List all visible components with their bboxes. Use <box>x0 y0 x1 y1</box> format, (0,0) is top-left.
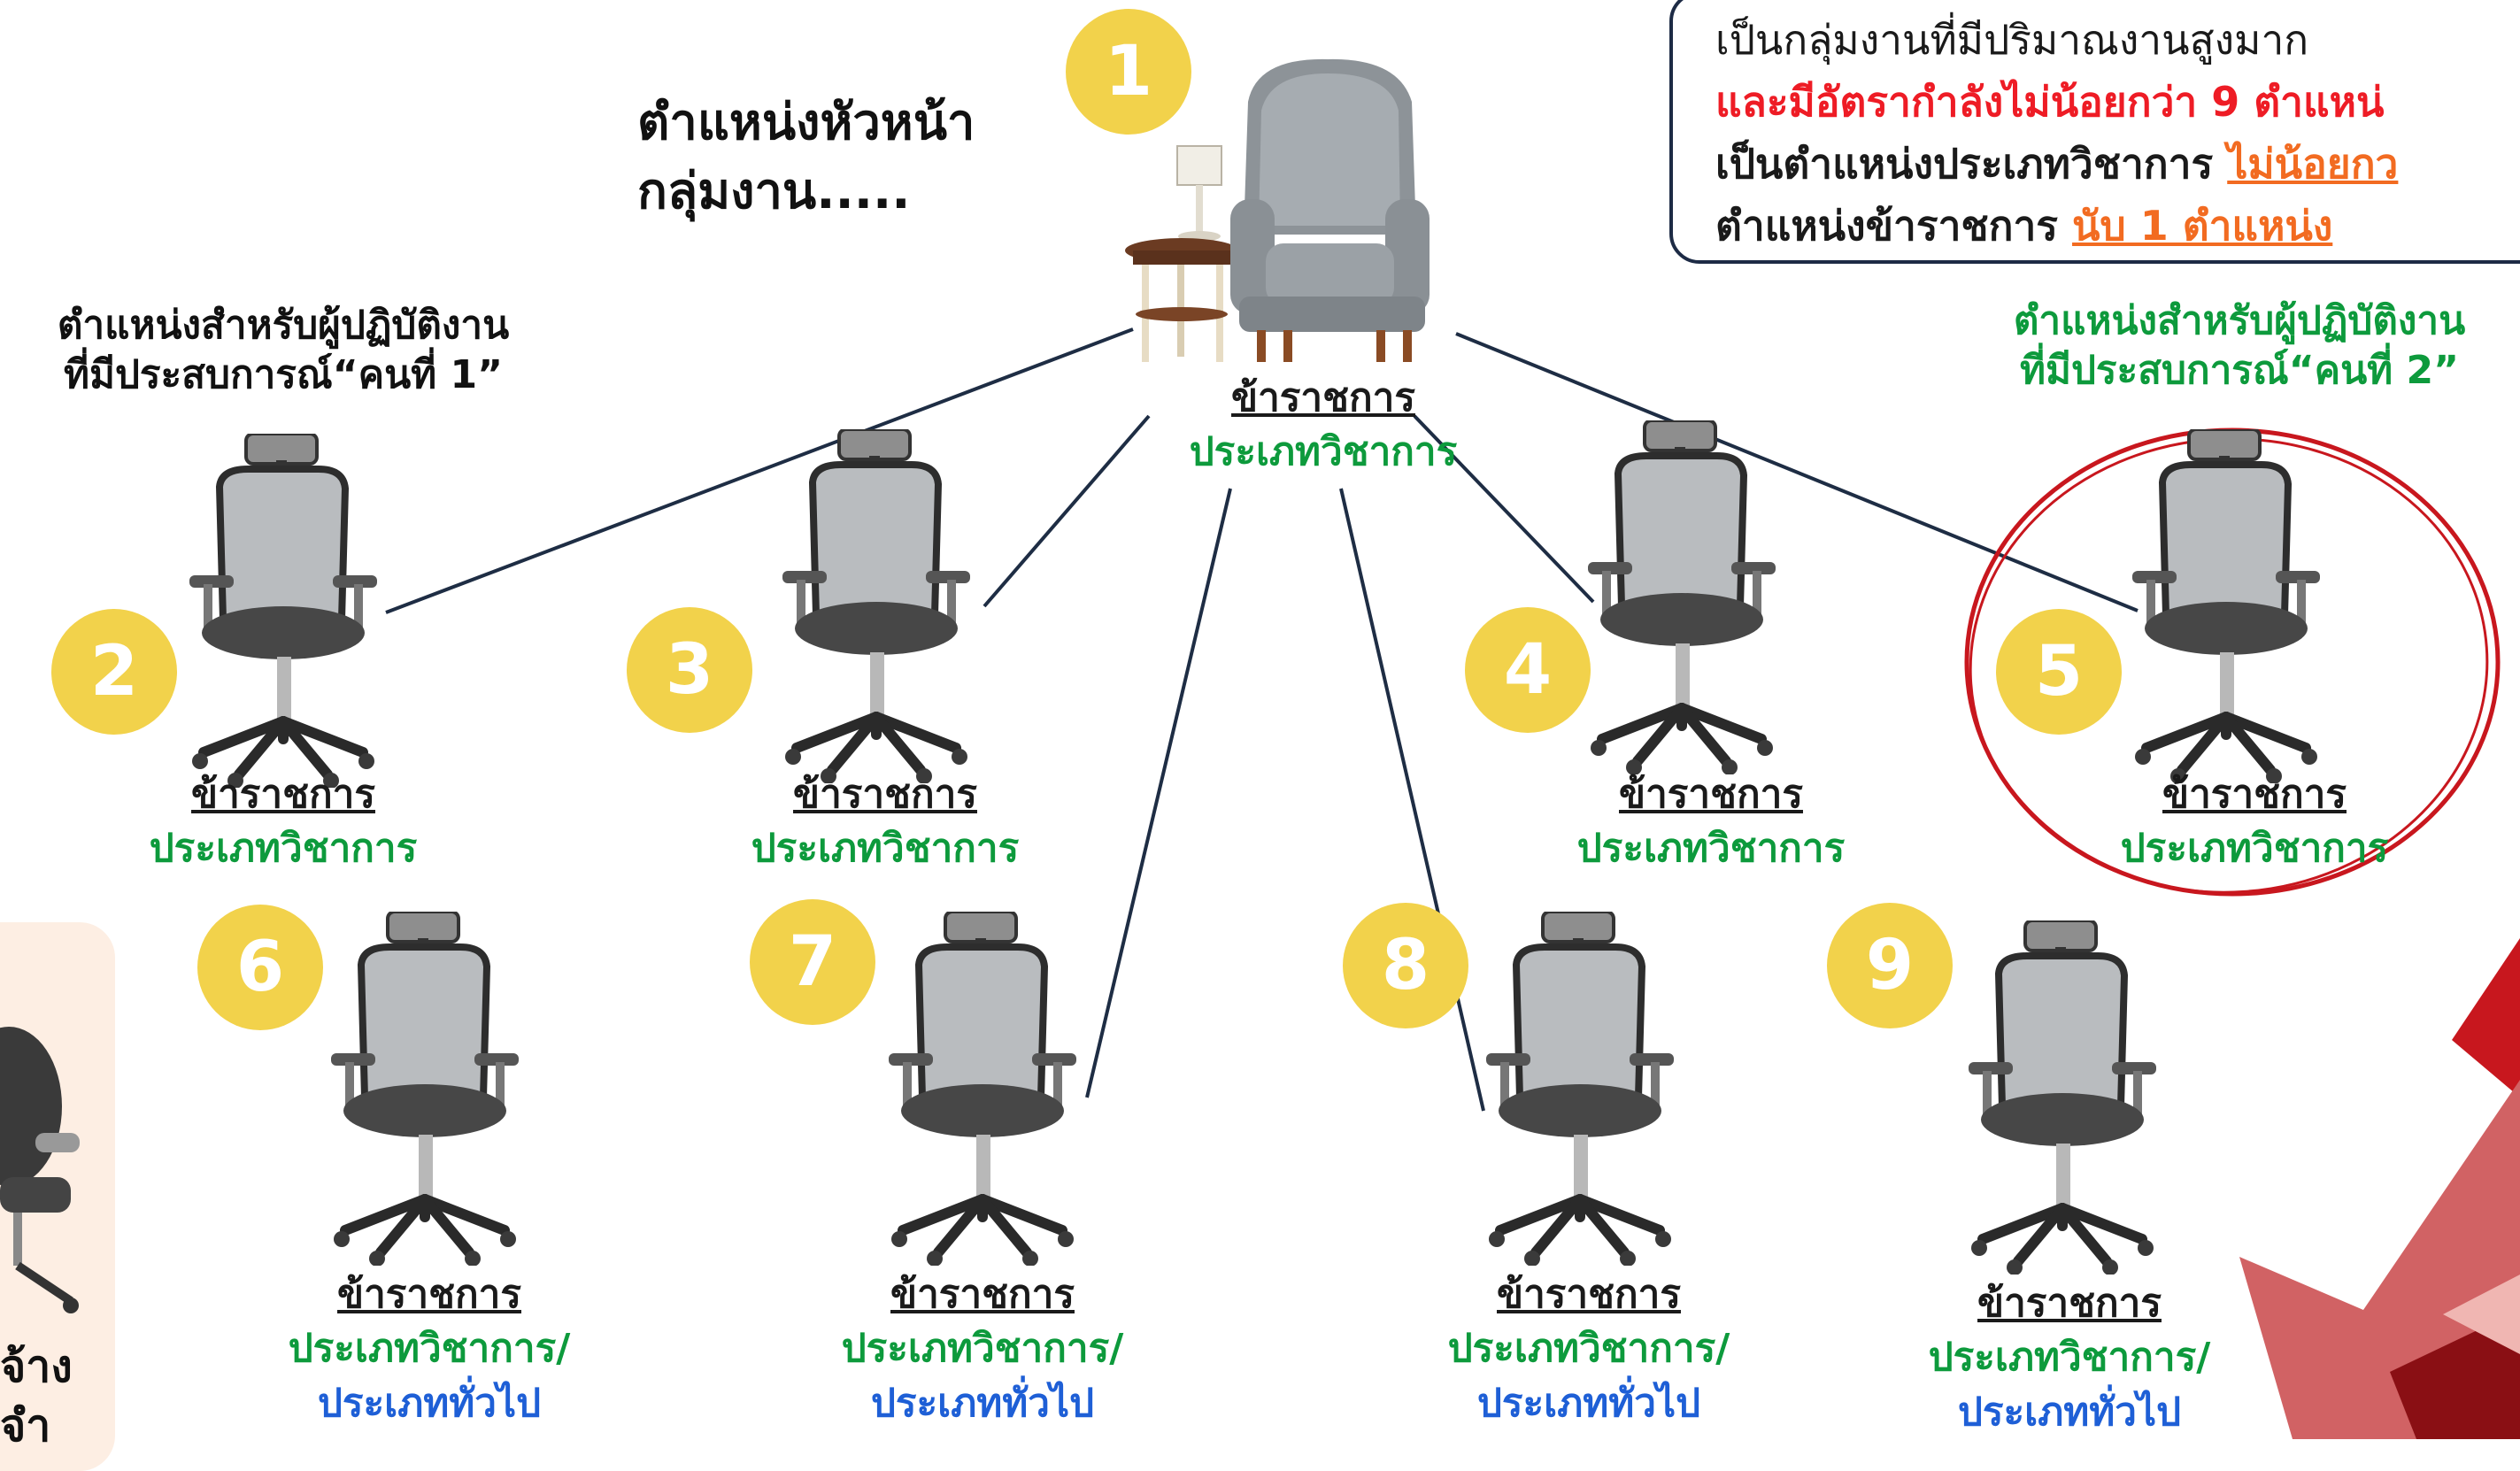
connector-line <box>1085 488 1232 1098</box>
experienced-label-first: ตำแหน่งสำหรับผู้ปฏิบัติงาน ที่มีประสบการ… <box>0 301 566 400</box>
position-badge: 9 <box>1827 903 1953 1028</box>
office-chair-icon <box>0 1027 80 1313</box>
position-category-label-2: ประเภททั่วไป <box>1957 1390 2181 1435</box>
office-chair-icon <box>889 912 1076 1266</box>
info-line-3-highlight: ไม่น้อยกว <box>2227 140 2399 188</box>
position-category-label: ประเภทวิชาการ/ <box>1928 1335 2211 1380</box>
position-category-label: ประเภทวิชาการ/ <box>1447 1326 1730 1371</box>
experienced-label-first-line2: ที่มีประสบการณ์“คนที่ 1” <box>63 352 504 397</box>
info-line-4-highlight: นับ 1 ตำแหน่ง <box>2072 202 2333 250</box>
position-category-label: ประเภทวิชาการ <box>1576 826 1846 871</box>
position-type-label: ข้าราชการ <box>1497 1272 1681 1317</box>
position-badge: 4 <box>1465 607 1591 733</box>
position-type-label: ข้าราชการ <box>890 1272 1075 1317</box>
info-line-3-prefix: เป็นตำแหน่งประเภทวิชาการ <box>1715 140 2228 188</box>
position-caption: ข้าราชการ ประเภทวิชาการ <box>1499 768 1923 876</box>
position-type-label: ข้าราชการ <box>1977 1281 2162 1326</box>
office-chair-icon <box>1486 912 1674 1266</box>
head-title: ตำแหน่งหัวหน้า กลุ่มงาน..... <box>637 89 975 227</box>
position-category-label-2: ประเภททั่วไป <box>870 1381 1094 1426</box>
office-chair-icon <box>331 912 519 1266</box>
position-badge: 7 <box>750 899 875 1025</box>
connector-lines <box>385 327 2139 1112</box>
office-chair-icon <box>782 429 970 783</box>
position-caption: ข้าราชการ ประเภทวิชาการ <box>71 768 496 876</box>
office-chair-icon <box>1969 920 2156 1275</box>
connector-line <box>1339 488 1485 1112</box>
position-caption: ข้าราชการ ประเภทวิชาการ/ ประเภททั่วไป <box>1857 1277 2282 1440</box>
position-caption: ข้าราชการ ประเภทวิชาการ <box>2042 768 2467 876</box>
head-title-line1: ตำแหน่งหัวหน้า <box>637 94 975 151</box>
experienced-label-second-line2: ที่มีประสบการณ์“คนที่ 2” <box>2019 348 2460 393</box>
decorative-shapes <box>2239 938 2520 1439</box>
position-type-label: ข้าราชการ <box>2162 772 2347 817</box>
experienced-label-second: ตำแหน่งสำหรับผู้ปฏิบัติงาน ที่มีประสบการ… <box>1947 297 2520 396</box>
connector-line <box>1455 332 2139 612</box>
head-title-line2: กลุ่มงาน..... <box>637 163 911 220</box>
position-type-label: ข้าราชการ <box>191 772 375 817</box>
position-type-label: ข้าราชการ <box>1231 375 1415 420</box>
position-type-label: ข้าราชการ <box>1619 772 1803 817</box>
position-badge: 8 <box>1343 903 1468 1028</box>
info-line-4-prefix: ตำแหน่งข้าราชการ <box>1715 202 2073 250</box>
position-category-label: ประเภทวิชาการ <box>2120 826 2389 871</box>
position-badge: 2 <box>51 609 177 735</box>
connector-line <box>385 327 1134 614</box>
position-badge: 3 <box>627 607 752 733</box>
info-line-1: เป็นกลุ่มงานที่มีปริมาณงานสูงมาก <box>1715 16 2309 64</box>
position-category-label: ประเภทวิชาการ <box>149 826 418 871</box>
position-type-label: ข้าราชการ <box>337 1272 521 1317</box>
position-caption: ข้าราชการ ประเภทวิชาการ/ ประเภททั่วไป <box>217 1268 642 1431</box>
position-caption: ข้าราชการ ประเภทวิชาการ <box>673 768 1098 876</box>
position-badge: 6 <box>197 905 323 1030</box>
side-table-lamp-icon <box>1125 145 1238 362</box>
position-category-label-2: ประเภททั่วไป <box>1476 1381 1700 1426</box>
armchair-icon <box>1125 58 1430 362</box>
left-panel-text-2: จำ <box>0 1400 51 1452</box>
position-caption: ข้าราชการ ประเภทวิชาการ <box>1111 372 1536 480</box>
office-chair-icon <box>1588 420 1776 774</box>
position-category-label: ประเภทวิชาการ/ <box>288 1326 571 1371</box>
office-chair-icon <box>2132 429 2320 783</box>
office-chair-icon <box>189 434 377 788</box>
info-box: เป็นกลุ่มงานที่มีปริมาณงานสูงมาก และมีอั… <box>1669 0 2520 264</box>
connector-line <box>983 414 1151 608</box>
position-category-label-2: ประเภททั่วไป <box>317 1381 541 1426</box>
position-category-label: ประเภทวิชาการ <box>1189 429 1458 474</box>
experienced-label-second-line1: ตำแหน่งสำหรับผู้ปฏิบัติงาน <box>2013 298 2466 343</box>
info-line-3: เป็นตำแหน่งประเภทวิชาการ ไม่น้อยกว <box>1715 133 2520 195</box>
experienced-label-first-line1: ตำแหน่งสำหรับผู้ปฏิบัติงาน <box>57 303 510 348</box>
position-caption: ข้าราชการ ประเภทวิชาการ/ ประเภททั่วไป <box>770 1268 1195 1431</box>
info-line-2: และมีอัตรากำลังไม่น้อยกว่า 9 ตำแหน่ <box>1715 78 2385 126</box>
left-panel-text-1: จ้าง <box>0 1341 73 1392</box>
position-caption: ข้าราชการ ประเภทวิชาการ/ ประเภททั่วไป <box>1376 1268 1801 1431</box>
position-badge: 1 <box>1066 9 1191 135</box>
position-category-label: ประเภทวิชาการ/ <box>841 1326 1124 1371</box>
connector-line <box>1413 414 1595 604</box>
position-type-label: ข้าราชการ <box>793 772 977 817</box>
position-badge: 5 <box>1996 609 2122 735</box>
info-line-4: ตำแหน่งข้าราชการ นับ 1 ตำแหน่ง <box>1715 195 2520 257</box>
position-category-label: ประเภทวิชาการ <box>751 826 1020 871</box>
